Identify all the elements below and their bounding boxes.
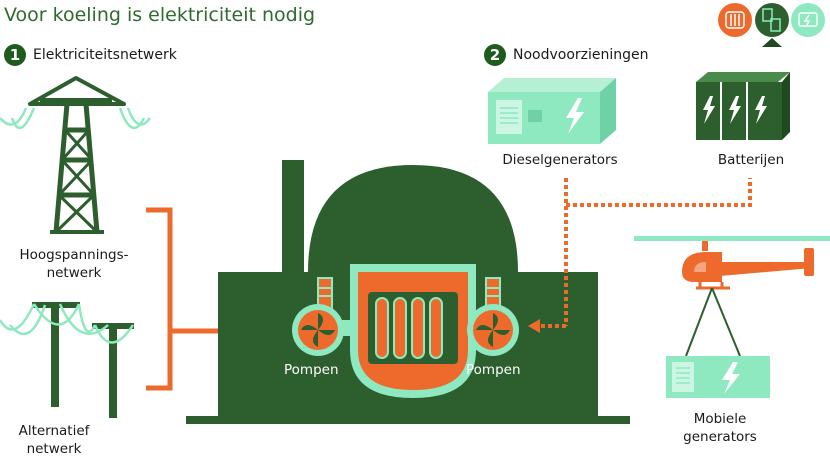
pylon-wires <box>0 107 152 130</box>
helicopter-icon <box>634 236 830 357</box>
section-electricity-network: 1 Elektriciteitsnetwerk <box>4 44 177 66</box>
alternative-network-poles-icon <box>0 302 135 418</box>
label-pumps-right: Pompen <box>466 362 521 378</box>
section-emergency-provisions: 2 Noodvoorzieningen <box>484 44 649 66</box>
section-label-1: Elektriciteitsnetwerk <box>33 47 177 63</box>
section-number-2: 2 <box>484 44 506 66</box>
label-high-voltage-network: Hoogspannings- netwerk <box>19 247 129 281</box>
label-alternative-network: Alternatief netwerk <box>18 423 90 457</box>
page-title: Voor koeling is elektriciteit nodig <box>4 4 316 26</box>
emergency-supply-connector <box>540 178 752 328</box>
nav-generator-icon[interactable] <box>791 3 825 37</box>
pump-right-icon <box>467 304 519 356</box>
section-label-2: Noodvoorzieningen <box>513 47 649 63</box>
pump-left-icon <box>292 304 344 356</box>
label-pumps-left: Pompen <box>284 362 339 378</box>
arrow-left-icon <box>528 319 540 333</box>
label-diesel-generators: Dieselgenerators <box>502 152 618 168</box>
high-voltage-pylon-icon <box>28 76 126 234</box>
nav-power-plug-icon[interactable] <box>755 3 789 47</box>
reactor-vessel-icon <box>350 264 476 398</box>
label-mobile-generators: Mobiele generators <box>683 411 757 445</box>
batteries-icon <box>696 72 790 140</box>
section-number-1: 1 <box>4 44 26 66</box>
nav-reactor-icon[interactable] <box>718 3 752 37</box>
mobile-generator-icon <box>666 356 770 398</box>
label-batteries: Batterijen <box>717 152 785 168</box>
diesel-generator-icon <box>488 78 616 144</box>
